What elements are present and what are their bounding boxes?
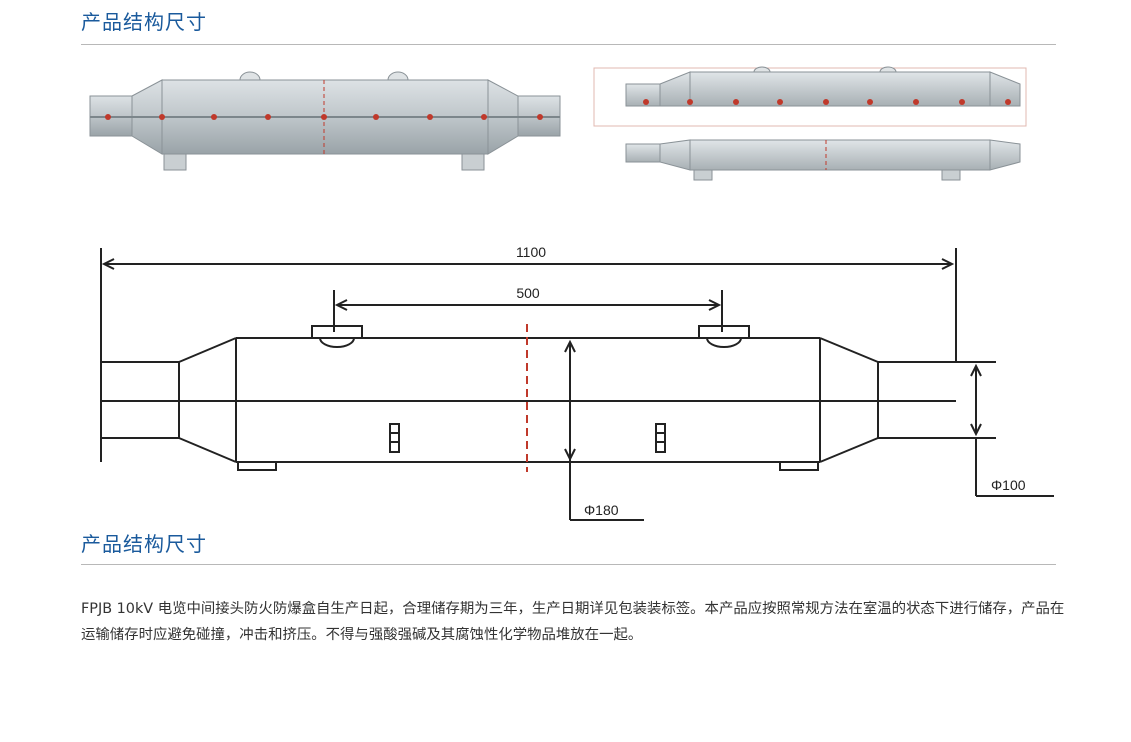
dim-body-diameter: Φ180 [584,502,619,518]
dim-overall-length: 1100 [516,244,546,260]
dim-end-diameter: Φ100 [991,477,1026,493]
divider [81,564,1056,565]
section-title-structure: 产品结构尺寸 [81,10,207,34]
section-title-structure-2: 产品结构尺寸 [81,532,207,556]
divider [81,44,1056,45]
storage-description: FPJB 10kV 电览中间接头防火防爆盒自生产日起，合理储存期为三年，生产日期… [81,601,1065,643]
product-photo-side [590,62,1032,192]
product-photo-front [84,62,564,182]
dim-mount-spacing: 500 [516,285,540,301]
dimension-drawing: 1100 500 Φ180 Φ100 [84,232,1059,527]
